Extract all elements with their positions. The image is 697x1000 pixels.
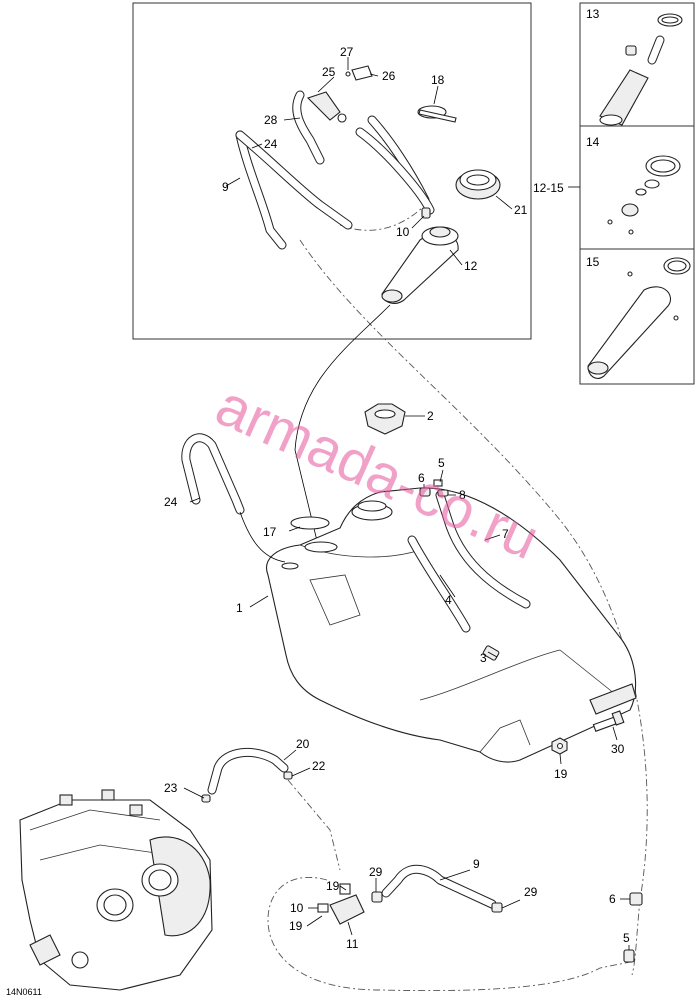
clamp-29-left <box>371 891 383 903</box>
fuel-cap <box>364 403 406 435</box>
fitting-6-lower <box>629 892 643 906</box>
vent-hose-24 <box>181 433 245 515</box>
kit-15-filter <box>587 257 691 379</box>
callout-14: 14 <box>586 135 600 149</box>
hose-28 <box>292 90 325 165</box>
drawing-code: 14N0611 <box>6 987 42 997</box>
callout-30: 30 <box>611 742 625 756</box>
callout-15: 15 <box>586 255 600 269</box>
callout-18: 18 <box>431 73 445 87</box>
nut-19 <box>551 737 568 755</box>
clamp-3 <box>482 645 500 661</box>
callout-9-upper: 9 <box>222 180 229 194</box>
valve-11 <box>317 883 365 925</box>
fittings-5-6-8 <box>419 479 449 497</box>
kit-14-seals <box>607 155 681 235</box>
callout-6-lower: 6 <box>609 892 616 906</box>
callout-29-right: 29 <box>524 885 538 899</box>
vent-line <box>239 511 286 563</box>
hose-9-lower <box>381 864 497 909</box>
bolt-30 <box>592 710 625 732</box>
callout-8: 8 <box>459 488 466 502</box>
fuel-tank <box>266 487 637 763</box>
filler-gasket <box>290 516 330 530</box>
clamp-29-right <box>491 902 503 913</box>
callout-13: 13 <box>586 7 600 21</box>
callout-1: 1 <box>236 601 243 615</box>
callout-5-lower: 5 <box>623 931 630 945</box>
callout-10-lower: 10 <box>290 901 304 915</box>
callout-29-left: 29 <box>369 865 383 879</box>
routing-dashed-line-engine <box>267 876 631 992</box>
callout-26: 26 <box>382 69 396 83</box>
callout-24-lower: 24 <box>164 495 178 509</box>
callout-22: 22 <box>312 759 326 773</box>
routing-dashed-line-vent <box>287 779 341 871</box>
kit-13-pump-parts <box>599 13 683 126</box>
cable-tie-18 <box>417 105 457 123</box>
callout-25: 25 <box>322 65 336 79</box>
ring-nut-21 <box>455 169 501 200</box>
callout-19-lower: 19 <box>289 919 303 933</box>
callout-21: 21 <box>514 203 528 217</box>
leader-lines <box>183 57 630 950</box>
callout-12: 12 <box>464 259 478 273</box>
callout-23: 23 <box>164 781 178 795</box>
engine-assembly <box>19 789 213 991</box>
callout-6: 6 <box>418 471 425 485</box>
hose-7 <box>435 490 531 609</box>
fitting-10-detail <box>421 207 431 219</box>
callout-3: 3 <box>480 651 487 665</box>
hose-20 <box>207 747 289 795</box>
kit-15-frame <box>579 248 695 385</box>
fitting-23 <box>201 794 211 803</box>
callout-7: 7 <box>502 527 509 541</box>
callout-28: 28 <box>264 113 278 127</box>
pump-to-tank-line <box>294 304 391 546</box>
routing-dashed-line-pump <box>339 204 426 231</box>
callout-27: 27 <box>340 45 354 59</box>
callout-2: 2 <box>427 409 434 423</box>
callout-24-upper: 24 <box>264 137 278 151</box>
callout-9-lower: 9 <box>473 857 480 871</box>
callout-4: 4 <box>445 593 452 607</box>
callout-5: 5 <box>438 456 445 470</box>
clip-26-27 <box>345 65 373 81</box>
routing-dashed-line-right <box>299 239 648 976</box>
callout-19-nut: 19 <box>554 767 568 781</box>
callout-10-upper: 10 <box>396 225 410 239</box>
callout-17: 17 <box>263 525 277 539</box>
fitting-22 <box>283 771 293 780</box>
callout-12-15: 12-15 <box>533 181 564 195</box>
fuel-pump-module-12 <box>381 226 459 304</box>
hose-4 <box>407 535 471 633</box>
hose-9-24-detail <box>235 130 353 250</box>
pump-lines <box>355 115 435 215</box>
callout-20: 20 <box>296 737 310 751</box>
callout-11: 11 <box>346 937 359 951</box>
fitting-25 <box>306 91 347 123</box>
callout-19-upper: 19 <box>326 879 340 893</box>
fitting-5-lower <box>623 949 635 963</box>
fuel-pump-detail-frame <box>132 2 532 340</box>
